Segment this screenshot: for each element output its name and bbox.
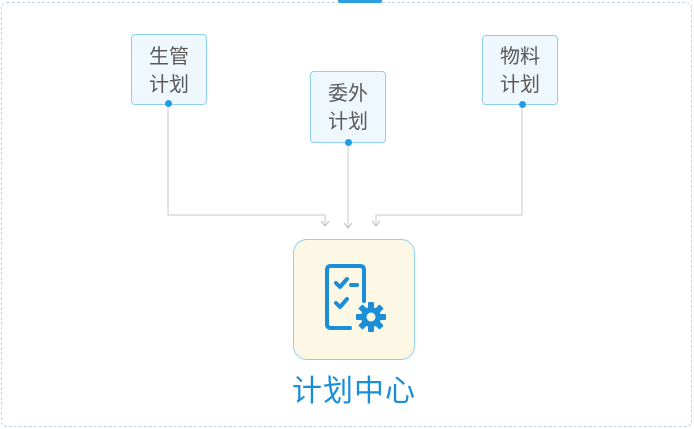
source-node-material-plan[interactable]: 物料 计划 [482,35,558,105]
node-label-line2: 计划 [149,71,189,96]
checklist-gear-icon [325,264,386,332]
source-node-outsourcing-plan[interactable]: 委外 计划 [310,71,386,143]
connector-dot-middle [345,139,352,146]
connector-dot-left [165,100,172,107]
arrowhead-left [320,220,330,227]
connector-dot-right [519,101,526,108]
node-label-line1: 委外 [328,81,368,105]
source-node-production-plan[interactable]: 生管 计划 [131,34,207,105]
top-tab-indicator [338,0,382,3]
arrowhead-right [371,220,381,227]
connector-left [167,104,326,226]
node-label-line1: 生管 [149,43,189,68]
plan-center-hub[interactable] [293,239,415,360]
node-label-line1: 物料 [500,44,540,68]
connector-right [375,104,523,226]
node-label-line2: 计划 [500,72,540,96]
arrowhead-middle [343,222,353,229]
hub-label: 计划中心 [292,374,416,409]
node-label-line2: 计划 [328,109,368,133]
